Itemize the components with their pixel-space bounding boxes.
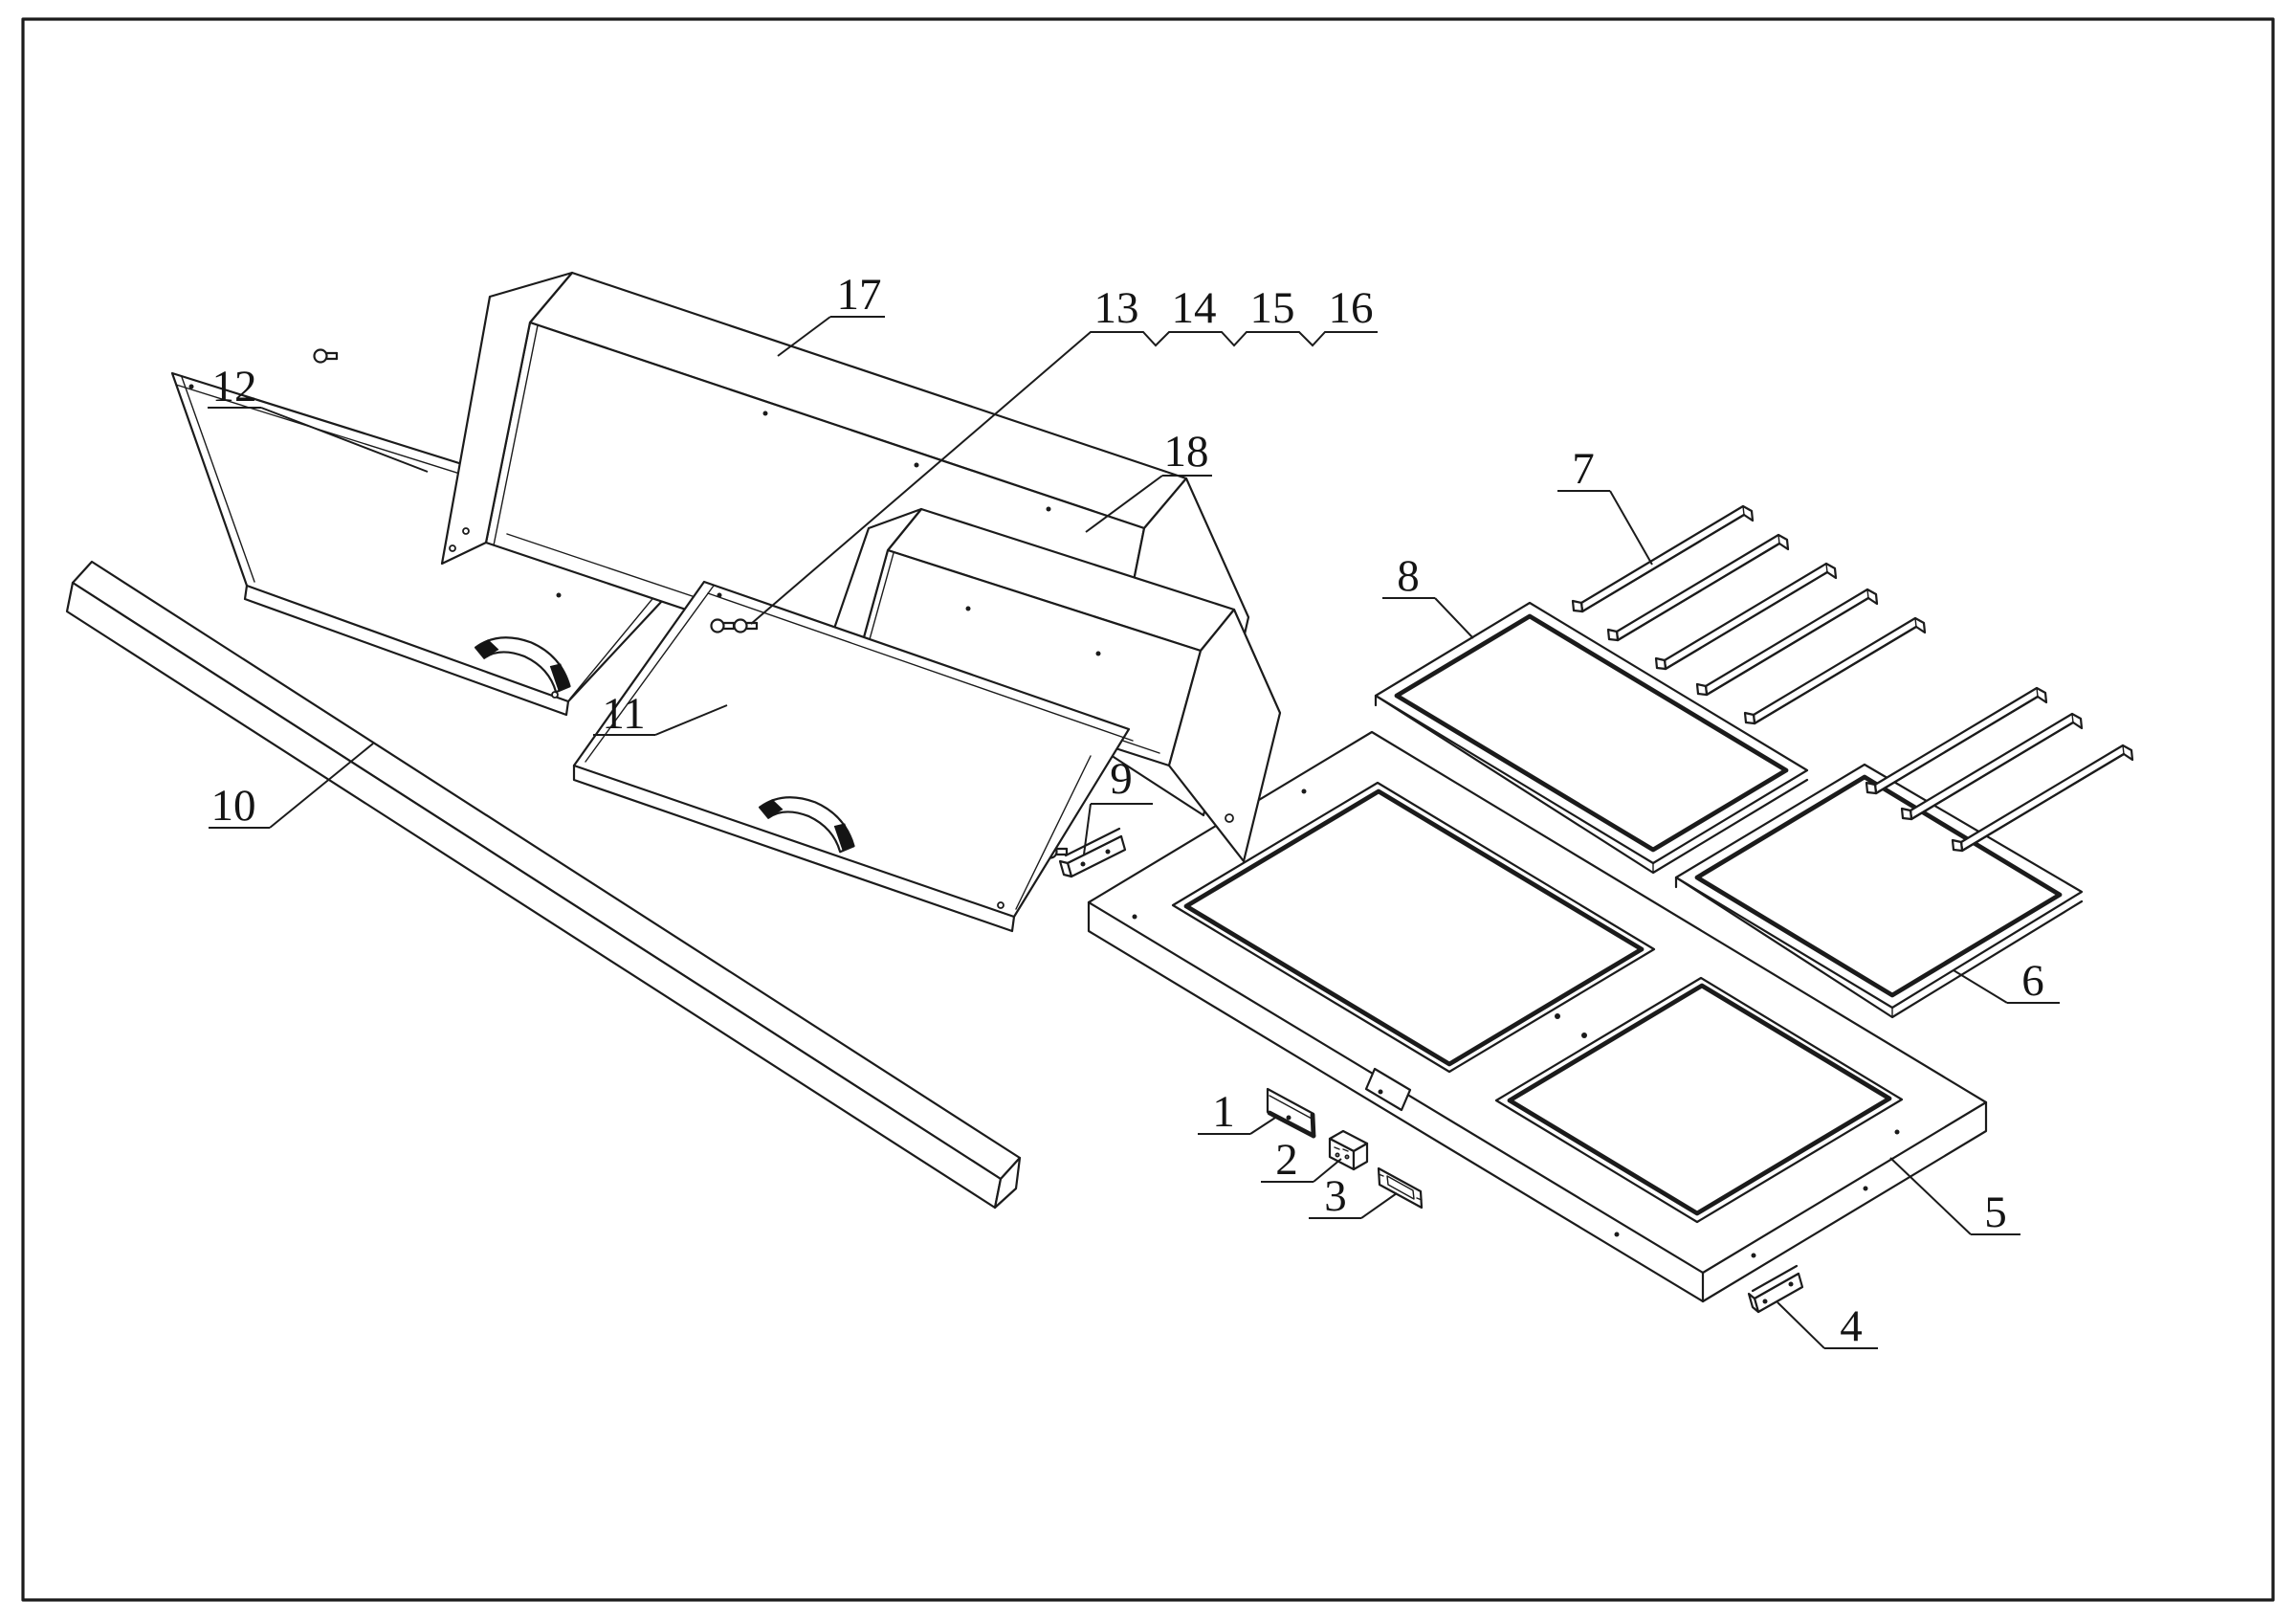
part-label-12: 12	[212, 362, 257, 411]
part-3-slotted-plate	[1377, 1166, 1424, 1210]
callout-leader-1	[1249, 1117, 1276, 1135]
callout-leader-5	[1889, 1157, 1972, 1235]
part-label-3: 3	[1324, 1171, 1347, 1221]
part-9-corner-bracket	[1058, 827, 1127, 878]
part-8-tray	[1374, 601, 1809, 875]
part-6-tray	[1674, 763, 2084, 1019]
part-11-small-lid	[572, 580, 1134, 933]
part-label-4: 4	[1840, 1301, 1863, 1351]
part-label-14: 14	[1172, 283, 1217, 333]
part-label-11: 11	[602, 689, 645, 739]
callout-leader-3	[1360, 1192, 1398, 1219]
part-label-5: 5	[1984, 1188, 2007, 1237]
callout-leader-9	[1083, 803, 1092, 855]
part-label-15: 15	[1250, 283, 1295, 333]
part-1-plate	[1266, 1087, 1316, 1139]
part-label-16: 16	[1329, 283, 1374, 333]
callout-zigzag-leader-13-16	[750, 331, 1378, 625]
screw-icon	[313, 348, 339, 364]
part-label-8: 8	[1397, 551, 1420, 601]
callout-leader-17	[777, 316, 831, 357]
part-label-7: 7	[1572, 444, 1595, 494]
part-label-10: 10	[211, 781, 256, 831]
callout-leader-8	[1434, 597, 1474, 639]
part-label-1: 1	[1212, 1087, 1235, 1137]
part-2-junction-box	[1328, 1129, 1369, 1171]
callout-leader-4	[1777, 1301, 1825, 1349]
callout-leader-18	[1085, 475, 1163, 533]
callout-leader-11	[654, 704, 728, 736]
part-label-17: 17	[837, 270, 882, 320]
part-label-9: 9	[1110, 754, 1133, 804]
part-label-2: 2	[1275, 1135, 1298, 1185]
callout-leader-2	[1313, 1158, 1342, 1183]
part-label-18: 18	[1164, 427, 1209, 477]
callout-leader-6	[1953, 969, 2008, 1004]
callout-leader-12	[260, 407, 429, 473]
part-label-6: 6	[2021, 956, 2044, 1006]
sheet-border	[21, 17, 2275, 1602]
part-label-13: 13	[1094, 283, 1139, 333]
callout-leader-7	[1609, 490, 1653, 566]
part-4-mounting-bracket	[1747, 1264, 1804, 1314]
part-10-plank	[65, 560, 1022, 1210]
callout-leader-10	[269, 743, 374, 829]
part-5-base-frame	[1087, 730, 1988, 1303]
